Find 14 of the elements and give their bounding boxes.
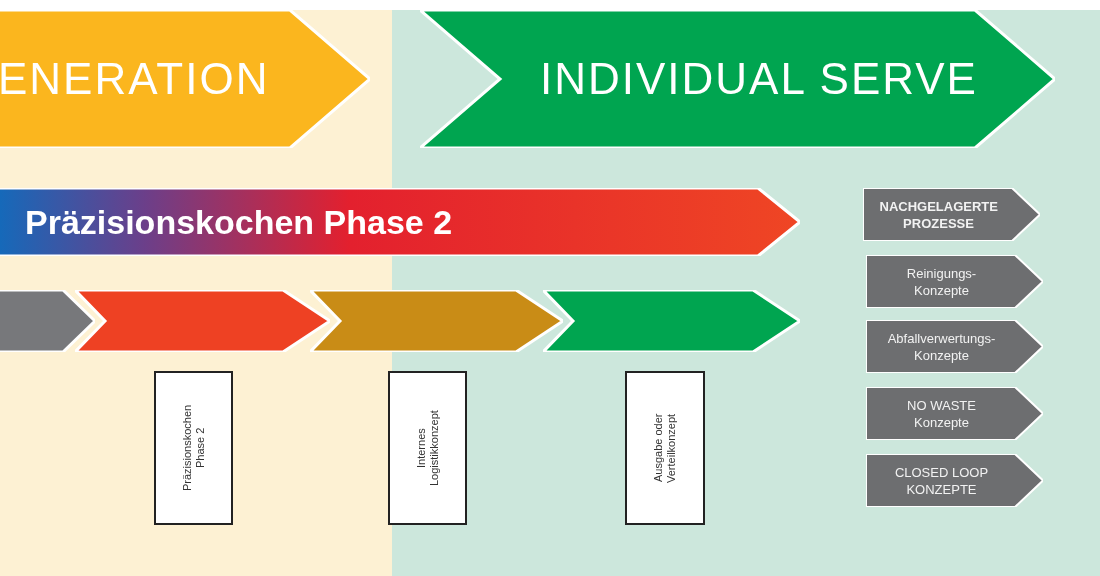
tag-label: CLOSED LOOP KONZEPTE <box>893 463 990 498</box>
tag-label: NACHGELAGERTE PROZESSE <box>879 197 998 232</box>
box-label: Internes Logistikkonzept <box>414 409 441 488</box>
stage-title: ENERATION <box>0 53 270 105</box>
stage-title: INDIVIDUAL SERVE <box>540 53 978 105</box>
tag-label: NO WASTE Konzepte <box>906 396 977 431</box>
text-box <box>625 371 705 525</box>
text-box <box>154 371 233 525</box>
box-label: Ausgabe oder Verteilkonzept <box>652 412 678 485</box>
box-label: Präzisionskochen Phase 2 <box>180 403 207 494</box>
tag-label: Reinigungs- Konzepte <box>905 264 978 299</box>
tag-label: Abfallverwertungs- Konzepte <box>886 329 997 364</box>
phase-label: Präzisionskochen Phase 2 <box>25 201 453 243</box>
text-box <box>388 371 467 525</box>
